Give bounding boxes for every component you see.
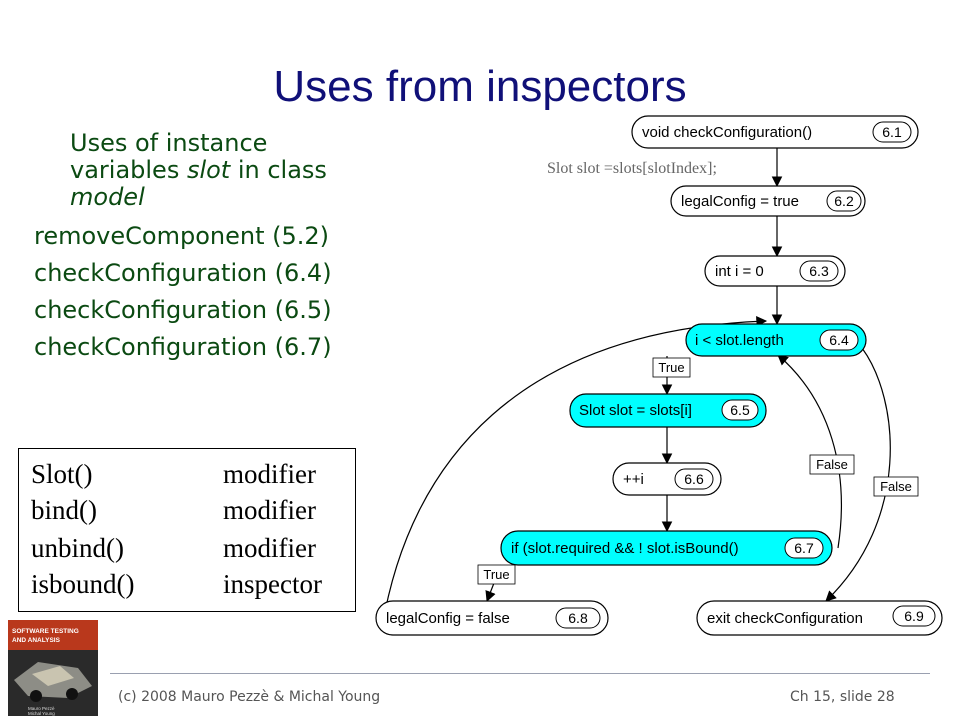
- node-id: 6.4: [829, 332, 849, 348]
- node-id: 6.6: [684, 471, 704, 487]
- node-label: legalConfig = false: [386, 610, 510, 627]
- use-item: checkConfiguration (6.5): [34, 296, 332, 324]
- node-6-3: int i = 0 6.3: [704, 255, 846, 287]
- node-6-9: exit checkConfiguration 6.9: [696, 600, 943, 636]
- use-item: checkConfiguration (6.4): [34, 259, 332, 287]
- node-6-6: ++i 6.6: [612, 462, 722, 496]
- method-row: Slot() modifier: [31, 459, 351, 495]
- edge-67-64-false: [777, 354, 842, 549]
- node-6-7: if (slot.required && ! slot.isBound() 6.…: [500, 530, 833, 566]
- intro-text: Uses of instance variables slot in class…: [70, 130, 410, 211]
- node-label: int i = 0: [715, 263, 764, 280]
- method-kind: modifier: [223, 495, 316, 525]
- intro-line1: Uses of instance: [70, 129, 268, 157]
- method-kind: inspector: [223, 569, 322, 599]
- intro-model: model: [70, 183, 145, 211]
- method-row: isbound() inspector: [31, 569, 351, 605]
- edge-label-true-64: True: [652, 357, 691, 378]
- svg-text:AND ANALYSIS: AND ANALYSIS: [12, 637, 61, 644]
- uses-list: Uses of instance variables slot in class…: [34, 130, 410, 366]
- slide-title: Uses from inspectors: [273, 62, 687, 111]
- method-name: Slot(): [31, 459, 93, 489]
- node-label: Slot slot = slots[i]: [579, 402, 692, 419]
- node-id: 6.9: [904, 608, 924, 624]
- use-item: checkConfiguration (6.7): [34, 333, 332, 361]
- edge-68-64: [381, 315, 768, 629]
- node-label: legalConfig = true: [681, 193, 799, 210]
- annotation-text: Slot slot =slots[slotIndex];: [547, 160, 717, 177]
- edge-label-false-64: False: [873, 476, 919, 497]
- method-name: isbound(): [31, 569, 135, 599]
- node-label: exit checkConfiguration: [707, 610, 863, 627]
- edge-label-true-67: True: [477, 564, 516, 585]
- method-kind: modifier: [223, 533, 316, 563]
- intro-line2a: variables: [70, 156, 187, 184]
- footer-copyright: (c) 2008 Mauro Pezzè & Michal Young: [118, 689, 381, 705]
- node-label: if (slot.required && ! slot.isBound(): [511, 540, 739, 557]
- svg-text:Mauro Pezzè: Mauro Pezzè: [28, 706, 55, 711]
- use-item: removeComponent (5.2): [34, 222, 329, 250]
- node-id: 6.3: [809, 263, 829, 279]
- method-row: bind() modifier: [31, 495, 351, 531]
- intro-line2b: in class: [230, 156, 327, 184]
- node-id: 6.1: [882, 124, 902, 140]
- node-label: i < slot.length: [695, 332, 784, 349]
- method-row: unbind() modifier: [31, 533, 351, 569]
- node-6-5: Slot slot = slots[i] 6.5: [569, 393, 767, 428]
- node-id: 6.2: [834, 193, 854, 209]
- svg-text:True: True: [483, 567, 509, 582]
- method-table: Slot() modifier bind() modifier unbind()…: [18, 448, 356, 612]
- book-cover-image: SOFTWARE TESTING AND ANALYSIS Mauro Pezz…: [8, 620, 98, 716]
- footer-divider: [110, 673, 930, 674]
- svg-text:False: False: [880, 479, 912, 494]
- node-6-4: i < slot.length 6.4: [685, 323, 867, 357]
- node-id: 6.5: [730, 402, 750, 418]
- node-label: void checkConfiguration(): [642, 124, 812, 141]
- footer-slide-number: Ch 15, slide 28: [790, 689, 895, 705]
- node-label: ++i: [623, 471, 644, 488]
- method-kind: modifier: [223, 459, 316, 489]
- svg-text:True: True: [658, 360, 684, 375]
- method-name: unbind(): [31, 533, 124, 563]
- method-name: bind(): [31, 495, 97, 525]
- svg-text:Michal Young: Michal Young: [28, 711, 55, 716]
- node-6-8: legalConfig = false 6.8: [375, 600, 609, 636]
- svg-text:False: False: [816, 457, 848, 472]
- node-id: 6.8: [568, 610, 588, 626]
- svg-text:SOFTWARE TESTING: SOFTWARE TESTING: [12, 628, 79, 635]
- node-id: 6.7: [794, 540, 814, 556]
- node-6-1: void checkConfiguration() 6.1: [631, 115, 919, 149]
- edge-64-69-false: [825, 347, 891, 602]
- node-6-2: legalConfig = true 6.2: [670, 185, 866, 217]
- edge-label-false-67: False: [809, 454, 855, 475]
- intro-slot: slot: [186, 156, 231, 184]
